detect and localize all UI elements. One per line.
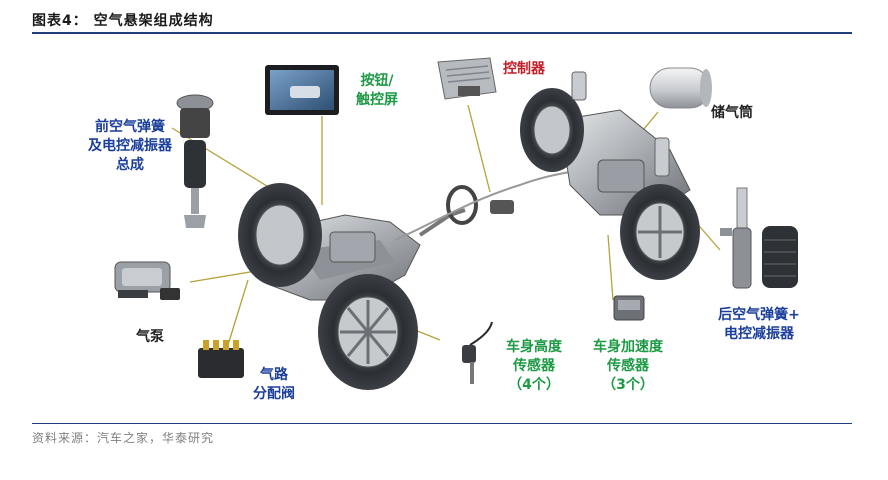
label-accel-sensor: 车身加速度 传感器 （3个） (582, 338, 674, 395)
label-buttons-touchscreen: 按钮/ 触控屏 (347, 72, 407, 110)
air-reservoir-component (649, 67, 712, 109)
label-line: 传感器 (607, 358, 649, 374)
label-front-air-spring: 前空气弹簧 及电控减振器 总成 (70, 118, 190, 175)
steering-wheel (446, 185, 478, 225)
controller-mount (490, 200, 514, 214)
label-line: 按钮/ (360, 73, 394, 89)
label-line: 车身高度 (506, 339, 562, 355)
title-divider (32, 32, 852, 34)
label-line: 前空气弹簧 (95, 119, 165, 135)
controller-component (437, 57, 497, 100)
label-air-pump: 气泵 (136, 329, 164, 345)
label-air-reservoir: 储气筒 (711, 105, 753, 121)
figure-title: 图表4： 空气悬架组成结构 (32, 13, 214, 29)
label-rear-air-spring: 后空气弹簧+ 电控减振器 (704, 306, 814, 344)
footer-divider (32, 423, 852, 424)
source-note: 资料来源：汽车之家，华泰研究 (32, 431, 215, 445)
rear-right-strut (654, 137, 670, 177)
compressor-component (114, 261, 180, 300)
label-line: 后空气弹簧+ (718, 307, 800, 323)
label-line: （4个） (508, 377, 560, 393)
label-line: 及电控减振器 (88, 138, 172, 154)
label-line: 车身加速度 (593, 339, 663, 355)
label-height-sensor: 车身高度 传感器 （4个） (494, 338, 574, 395)
label-line: （3个） (602, 377, 654, 393)
label-line: 气路 (260, 367, 288, 383)
label-line: 分配阀 (253, 386, 295, 402)
rear-strut-component (720, 187, 752, 289)
front-air-spring-component (176, 94, 214, 228)
valve-block-component (198, 340, 244, 378)
rear-left-strut (571, 71, 587, 101)
label-line: 传感器 (513, 358, 555, 374)
touchscreen-component (265, 65, 339, 115)
front-right-wheel-spokes (340, 300, 396, 364)
label-line: 电控减振器 (724, 326, 794, 342)
label-valve-block: 气路 分配阀 (244, 366, 304, 404)
label-line: 总成 (116, 157, 144, 173)
rear-air-bag-component (762, 226, 798, 288)
label-line: 触控屏 (356, 92, 398, 108)
accel-sensor-component (613, 295, 645, 321)
height-sensor-component (462, 321, 493, 384)
label-controller: 控制器 (503, 61, 545, 77)
